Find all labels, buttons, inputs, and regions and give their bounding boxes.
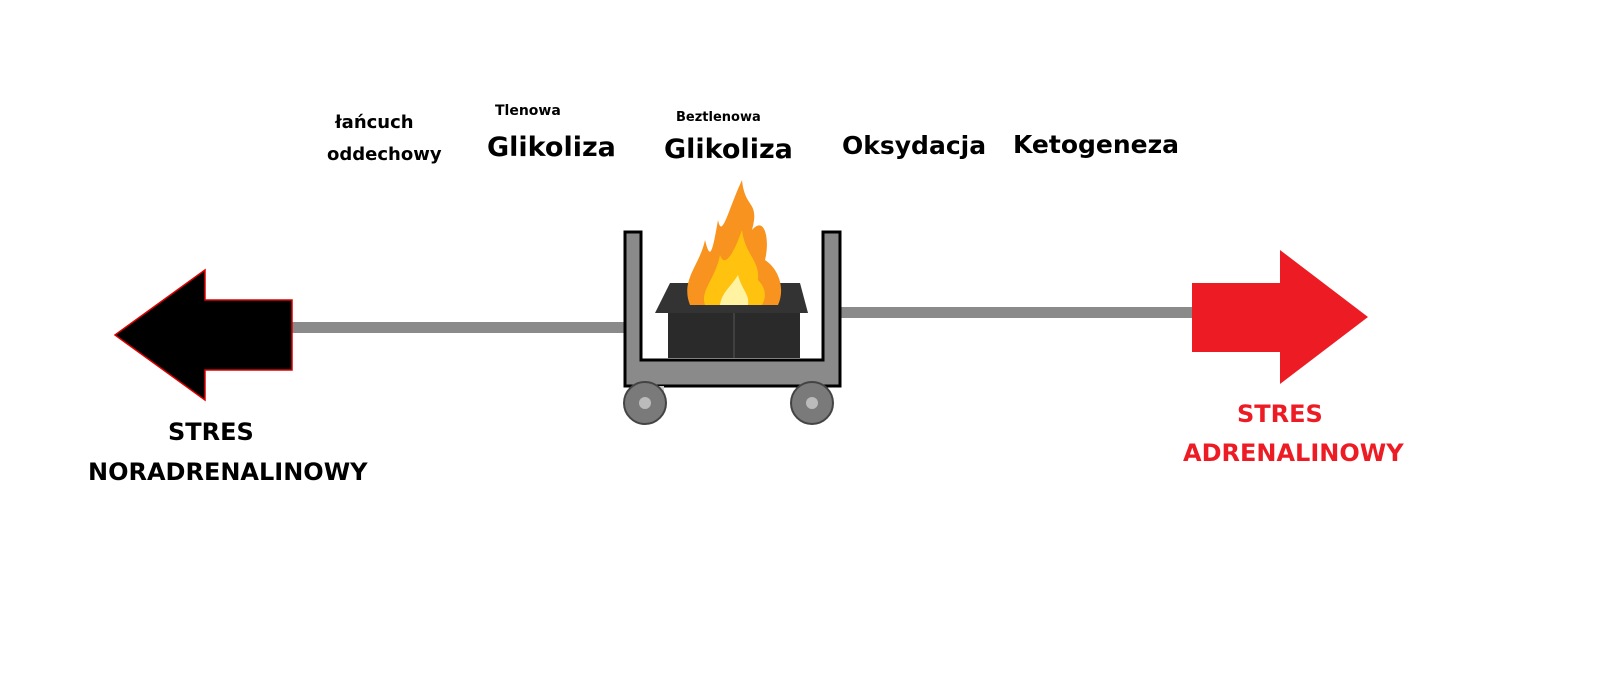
label-chain-line2: oddechowy	[327, 144, 442, 165]
right-arrow-icon	[1192, 250, 1368, 384]
label-ketogenesis: Ketogeneza	[1013, 130, 1180, 159]
right-stress-line2: ADRENALINOWY	[1183, 439, 1404, 467]
label-chain-line1: łańcuch	[335, 112, 414, 133]
label-anaerobic-glycolysis: Glikoliza	[664, 134, 793, 165]
fire-flame-icon	[687, 180, 782, 305]
left-stress-line2: NORADRENALINOWY	[88, 458, 368, 486]
right-axis-line	[838, 307, 1194, 318]
left-stress-line1: STRES	[168, 418, 254, 446]
label-anaerobic-small: Beztlenowa	[676, 110, 761, 125]
left-arrow-icon	[113, 268, 293, 402]
label-aerobic-small: Tlenowa	[495, 103, 561, 119]
label-oxidation: Oksydacja	[842, 131, 987, 160]
left-axis-line	[290, 322, 627, 333]
right-stress-line1: STRES	[1237, 400, 1323, 428]
label-aerobic-glycolysis: Glikoliza	[487, 132, 616, 163]
cart-icon	[623, 230, 842, 425]
